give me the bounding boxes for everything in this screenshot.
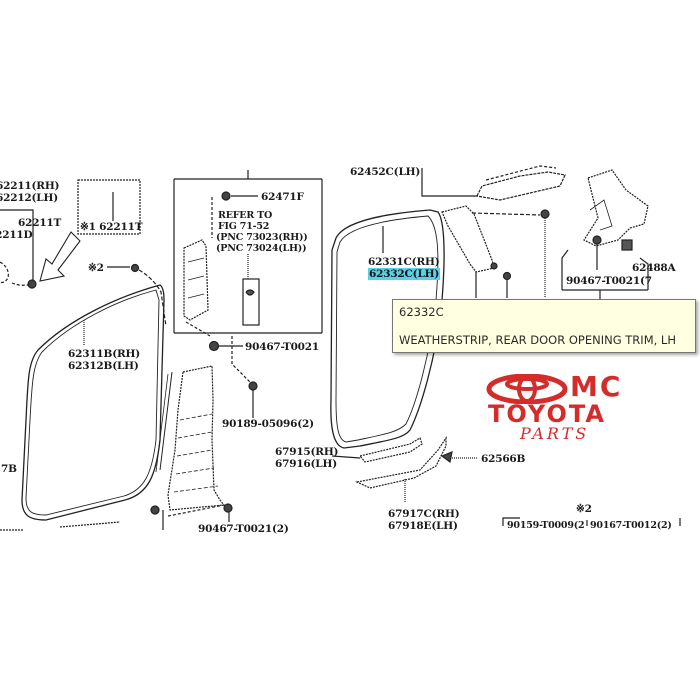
clip-icon: [592, 235, 602, 245]
part-label-67917c[interactable]: 67917C(RH): [388, 508, 460, 520]
brand-toyota-text: TOYOTA: [488, 400, 606, 428]
refer-note-line3: (PNC 73023(RH)): [216, 232, 308, 243]
part-label-90467-t0021-2[interactable]: 90467-T0021(2): [198, 523, 289, 535]
clip-icon: [440, 451, 453, 464]
front-door-weatherstrip: [21, 284, 165, 521]
part-label-90467-t0021-7[interactable]: 90467-T0021(7: [566, 275, 652, 287]
refer-note-line2: FIG 71-52: [218, 221, 270, 232]
center-pillar-garnish: [167, 365, 226, 511]
part-label-62471f[interactable]: 62471F: [261, 191, 304, 203]
clip-icon: [27, 279, 37, 289]
part-label-62311b[interactable]: 62311B(RH): [68, 348, 140, 360]
note1-box: [77, 179, 141, 235]
clip-icon: [248, 381, 258, 391]
part-label-62312b[interactable]: 62312B(LH): [68, 360, 139, 372]
part-label-62566b[interactable]: 62566B: [481, 453, 526, 465]
clip-icon: [221, 191, 231, 201]
clip-icon: [150, 505, 160, 515]
part-label-62452c[interactable]: 62452C(LH): [350, 166, 421, 178]
brand-parts-text: PARTS: [520, 424, 590, 443]
scuff-plate-rear: [355, 436, 447, 489]
clip-icon: [208, 340, 220, 352]
clip-icon: [540, 209, 550, 219]
note2-marker-bottom: ※2: [576, 503, 592, 515]
note1-part-label[interactable]: ※1 62211T: [80, 221, 143, 233]
scuff-plate-front: [358, 437, 423, 463]
part-label-90167-t0012[interactable]: 90167-T0012(2): [590, 520, 672, 531]
leader-line: [421, 168, 477, 197]
clip-icon: [490, 262, 498, 270]
rear-door-weatherstrip: [330, 209, 445, 449]
part-label-62212-lh[interactable]: 62212(LH): [0, 192, 58, 204]
leader-line: [0, 209, 34, 282]
part-label-62211-rh[interactable]: 62211(RH): [0, 180, 60, 192]
part-label-7b[interactable]: 7B: [1, 463, 17, 475]
mc-toyota-parts-logo: MC TOYOTA PARTS: [486, 372, 646, 442]
part-label-62211t[interactable]: 62211T: [18, 217, 62, 229]
part-label-90467-t0021[interactable]: 90467-T0021: [245, 341, 319, 353]
part-label-67916[interactable]: 67916(LH): [275, 458, 337, 470]
refer-note-line1: REFER TO: [218, 210, 273, 221]
clip-icon: [621, 239, 633, 251]
part-label-67915[interactable]: 67915(RH): [275, 446, 339, 458]
toyota-emblem-icon: [486, 374, 568, 404]
part-label-62488a[interactable]: 62488A: [632, 262, 676, 274]
part-label-67918e[interactable]: 67918E(LH): [388, 520, 458, 532]
clip-icon: [502, 271, 512, 281]
part-label-90159-t0009[interactable]: 90159-T0009(2: [507, 520, 585, 531]
tooltip-part-code: 62332C: [399, 305, 444, 319]
clip-icon: [223, 503, 233, 513]
part-label-62211d[interactable]: 62211D: [0, 229, 33, 241]
part-label-90189-05096[interactable]: 90189-05096(2): [222, 418, 314, 430]
part-label-62332c-highlighted[interactable]: 62332C(LH): [368, 268, 441, 280]
refer-note-line4: (PNC 73024(LH)): [216, 243, 307, 254]
part-tooltip: 62332C WEATHERSTRIP, REAR DOOR OPENING T…: [392, 299, 696, 353]
tooltip-part-description: WEATHERSTRIP, REAR DOOR OPENING TRIM, LH: [399, 333, 676, 347]
arrow-icon: [39, 231, 81, 282]
brand-mc-text: MC: [570, 370, 623, 403]
part-label-62331c[interactable]: 62331C(RH): [368, 256, 440, 268]
clip-icon: [130, 263, 140, 273]
leader-line: [331, 455, 361, 459]
note2-marker: ※2: [88, 262, 104, 274]
